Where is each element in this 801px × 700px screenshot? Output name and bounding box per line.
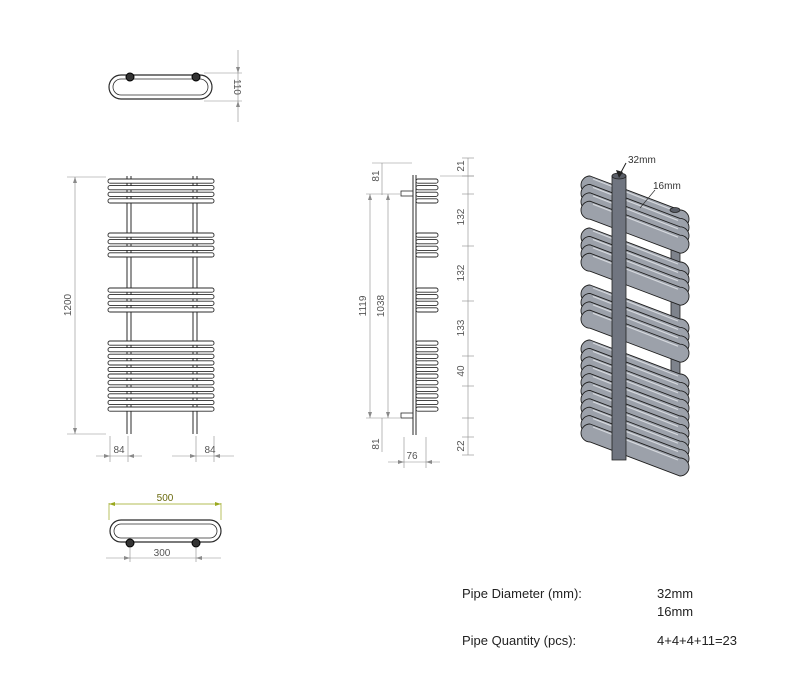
iso-loop-pipe: [580, 309, 690, 363]
bottom-view-inlet: [125, 538, 135, 548]
top-view-height-dim: 110: [231, 79, 242, 95]
side-view-top-bracket: [400, 190, 414, 197]
side-view-top-gap-dim: 81: [371, 170, 382, 182]
front-view-height-dim: 1200: [63, 293, 74, 316]
top-view-inlet: [125, 72, 135, 82]
side-view-section-dim-3: 133: [456, 319, 467, 336]
front-view-bar: [107, 287, 215, 293]
front-view-bar: [107, 340, 215, 346]
side-view-bar: [415, 185, 439, 191]
side-view-bar: [415, 287, 439, 293]
side-view-bar: [415, 178, 439, 184]
side-view-bar: [415, 239, 439, 245]
pipe-diameter-value-16: 16mm: [657, 604, 694, 619]
side-view-section-dim-4: 40: [456, 365, 467, 377]
front-view-bar: [107, 393, 215, 399]
top-view-outlet: [191, 72, 201, 82]
side-view-bar: [415, 386, 439, 392]
side-view-bottom-gap-dim: 81: [371, 438, 382, 450]
side-view-top-dim: 21: [456, 160, 467, 172]
side-view-bar: [415, 294, 439, 300]
bottom-view-width-dim: 500: [157, 493, 174, 504]
bottom-view-center-dim: 300: [154, 548, 171, 559]
side-view-inner-height-dim: 1038: [376, 294, 387, 317]
iso-label-32mm: 32mm: [628, 155, 656, 166]
side-view-bar: [415, 399, 439, 406]
side-view-bar: [415, 300, 439, 306]
front-view-bar: [107, 353, 215, 359]
side-view-bar: [415, 340, 439, 346]
front-view-bar: [107, 406, 215, 412]
iso-loops: [580, 175, 690, 477]
side-view-bar: [415, 307, 439, 313]
top-view: 110: [108, 50, 242, 122]
front-view-bar: [107, 191, 215, 197]
side-view-section-dim-2: 132: [456, 264, 467, 281]
front-view-bar: [107, 347, 215, 353]
pipe-diameter-label: Pipe Diameter (mm):: [462, 586, 582, 601]
front-view-bar: [107, 386, 215, 392]
bottom-view-loop: [109, 519, 222, 543]
front-view-bar: [107, 232, 215, 238]
front-view-bar: [107, 380, 215, 386]
pipe-quantity-label: Pipe Quantity (pcs):: [462, 633, 577, 648]
pipe-diameter-value-32: 32mm: [657, 586, 694, 601]
side-view-bar: [415, 252, 439, 258]
front-view-bar: [107, 360, 215, 366]
side-view-bar: [415, 353, 439, 359]
iso-view: 32mm 16mm: [580, 155, 690, 477]
side-view-bar: [415, 245, 439, 251]
side-view-bar: [415, 406, 439, 412]
side-view-outer-height-dim: 1119: [358, 295, 369, 316]
side-view-section-dim-1: 132: [456, 208, 467, 225]
side-view-bottom-dim: 22: [456, 440, 467, 452]
front-view-bar: [107, 373, 215, 379]
side-view-bar: [415, 393, 439, 399]
iso-label-16-leader: [639, 189, 656, 209]
top-view-loop: [108, 74, 213, 100]
side-view-bar: [415, 232, 439, 238]
front-view: 1200 84 84: [63, 176, 234, 462]
front-view-bar: [107, 399, 215, 406]
front-view-bar: [107, 366, 215, 373]
bottom-view-loop-inner: [113, 523, 218, 539]
bottom-view-outlet: [191, 538, 201, 548]
iso-loop-pipe: [580, 252, 690, 306]
side-view: 81 1119 1038 81 21 132 132 133 40 22 76: [358, 157, 474, 468]
iso-loop-pipe: [580, 423, 690, 477]
side-view-bars: [415, 178, 439, 412]
front-view-bar: [107, 307, 215, 313]
front-view-bar: [107, 239, 215, 245]
side-view-bottom-bracket: [400, 412, 414, 419]
iso-label-16mm: 16mm: [653, 181, 681, 192]
front-view-right-offset-dim: 84: [204, 445, 216, 456]
side-view-bar: [415, 380, 439, 386]
front-view-bars: [107, 178, 215, 412]
front-view-bar: [107, 178, 215, 184]
side-view-bar: [415, 191, 439, 197]
iso-main-upright: [611, 175, 627, 461]
front-view-bar: [107, 198, 215, 204]
iso-loop-pipe: [580, 200, 690, 254]
bottom-view: 500 300: [106, 493, 222, 562]
side-view-depth-dim: 76: [406, 451, 418, 462]
side-view-bar: [415, 373, 439, 379]
pipe-quantity-value: 4+4+4+11=23: [657, 633, 738, 648]
front-view-left-offset-dim: 84: [113, 445, 125, 456]
front-view-bar: [107, 300, 215, 306]
top-view-loop-inner: [112, 78, 209, 96]
front-view-bar: [107, 185, 215, 191]
side-view-bar: [415, 347, 439, 353]
front-view-bar: [107, 294, 215, 300]
side-view-bar: [415, 366, 439, 373]
front-view-bar: [107, 245, 215, 251]
front-view-bar: [107, 252, 215, 258]
side-view-bar: [415, 360, 439, 366]
side-view-bar: [415, 198, 439, 204]
